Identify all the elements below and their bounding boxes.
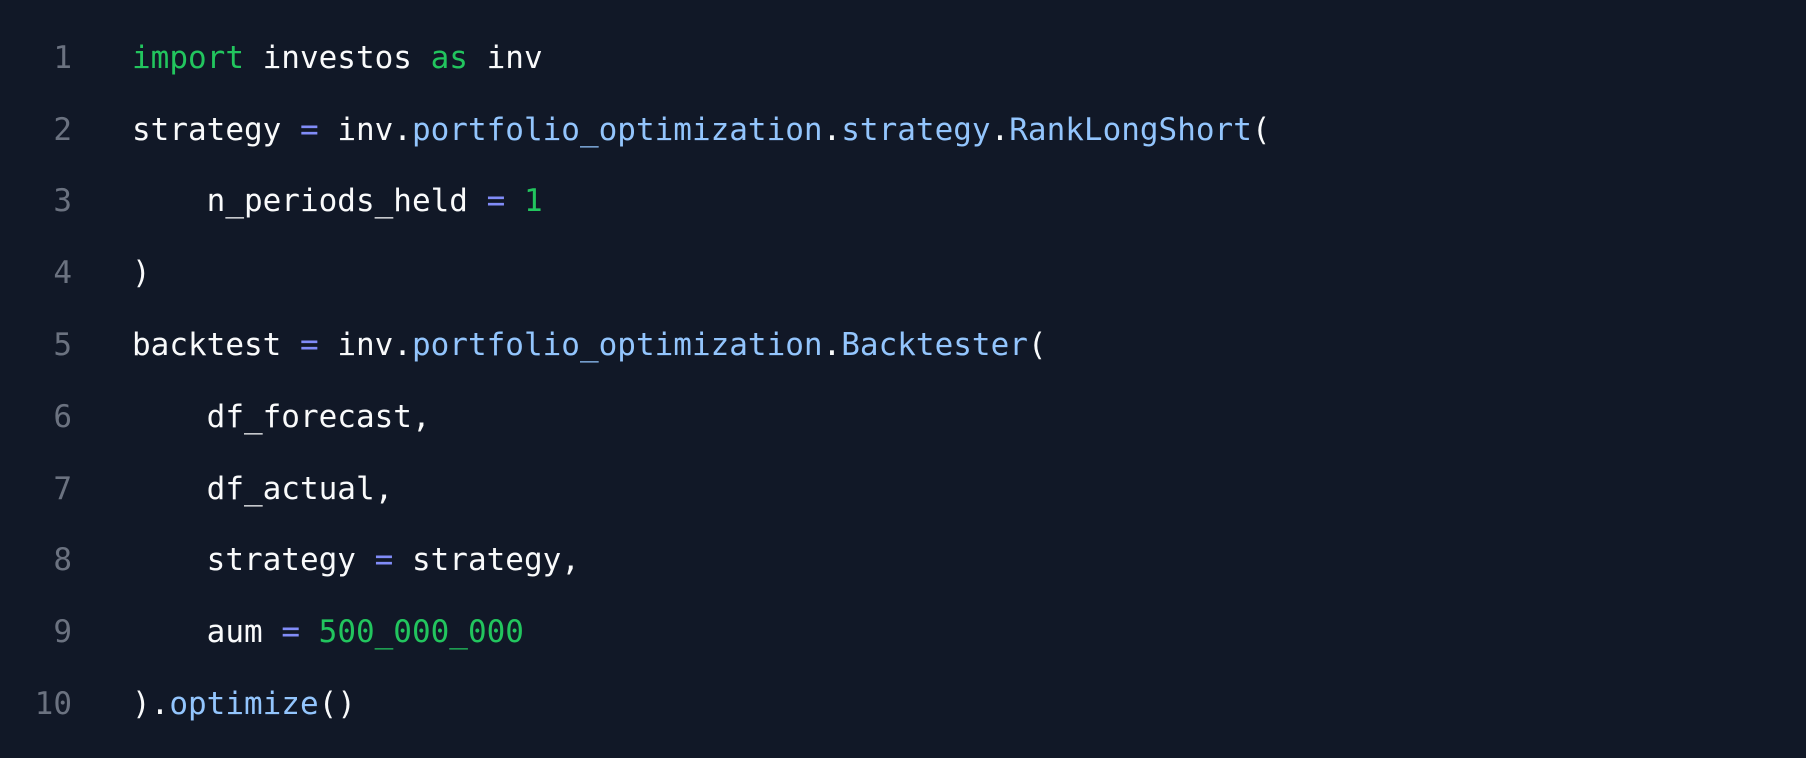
text-token: aum — [132, 614, 282, 651]
text-token: ( — [1027, 327, 1047, 364]
line-number: 4 — [53, 255, 72, 292]
code-line: 7 df_actual, — [0, 453, 1806, 525]
line-number: 7 — [53, 470, 72, 507]
attribute-token: strategy — [841, 111, 991, 148]
line-code: ) — [72, 255, 151, 291]
operator-token: = — [281, 614, 300, 651]
keyword-token: as — [430, 39, 468, 76]
attribute-token: portfolio_optimization — [411, 111, 823, 148]
line-code: strategy = strategy, — [72, 542, 580, 578]
code-line: 9 aum = 500_000_000 — [0, 596, 1806, 668]
number-token: 1 — [523, 183, 543, 220]
text-token: () — [318, 686, 356, 723]
keyword-token: import — [132, 39, 244, 76]
text-token: inv — [467, 39, 543, 76]
line-number: 10 — [34, 686, 72, 723]
text-token: strategy — [132, 542, 375, 579]
line-code: df_actual, — [72, 470, 394, 507]
attribute-token: portfolio_optimization — [411, 327, 823, 364]
code-line: 10).optimize() — [0, 668, 1806, 740]
line-number: 1 — [53, 39, 72, 76]
text-token: df_actual, — [132, 470, 394, 507]
line-code: aum = 500_000_000 — [72, 614, 524, 650]
text-token: inv. — [318, 327, 412, 364]
line-number: 2 — [53, 111, 72, 148]
line-number: 8 — [53, 542, 72, 579]
operator-token: = — [299, 111, 319, 148]
line-number: 5 — [53, 327, 72, 364]
text-token: inv. — [318, 111, 412, 148]
text-token: . — [822, 111, 842, 148]
line-code: import investos as inv — [72, 40, 543, 76]
line-code: df_forecast, — [72, 399, 431, 435]
text-token — [300, 614, 319, 650]
line-number: 3 — [53, 183, 72, 220]
text-token: n_periods_held — [132, 183, 487, 220]
code-line: 3 n_periods_held = 1 — [0, 166, 1806, 238]
attribute-token: Backtester — [841, 327, 1028, 364]
text-token: strategy, — [393, 542, 580, 579]
text-token: . — [822, 327, 842, 364]
operator-token: = — [299, 327, 319, 364]
line-number: 6 — [53, 398, 72, 435]
line-number: 9 — [53, 614, 72, 651]
attribute-token: RankLongShort — [1009, 111, 1252, 148]
operator-token: = — [374, 542, 394, 579]
text-token — [505, 183, 524, 219]
text-token: ) — [132, 255, 151, 292]
code-line: 6 df_forecast, — [0, 381, 1806, 453]
code-line: 4) — [0, 237, 1806, 309]
text-token: strategy — [132, 111, 300, 148]
text-token: backtest — [132, 327, 300, 364]
line-code: strategy = inv.portfolio_optimization.st… — [72, 112, 1271, 148]
line-code: n_periods_held = 1 — [72, 183, 543, 219]
attribute-token: optimize — [169, 686, 319, 723]
line-code: ).optimize() — [72, 686, 356, 722]
text-token: ( — [1251, 111, 1271, 148]
code-line: 8 strategy = strategy, — [0, 525, 1806, 597]
operator-token: = — [486, 183, 506, 220]
number-token: 500_000_000 — [318, 614, 524, 651]
text-token: ). — [132, 686, 170, 723]
text-token: investos — [243, 39, 431, 76]
text-token: df_forecast, — [132, 398, 431, 435]
text-token: . — [990, 111, 1010, 148]
line-code: backtest = inv.portfolio_optimization.Ba… — [72, 327, 1047, 363]
